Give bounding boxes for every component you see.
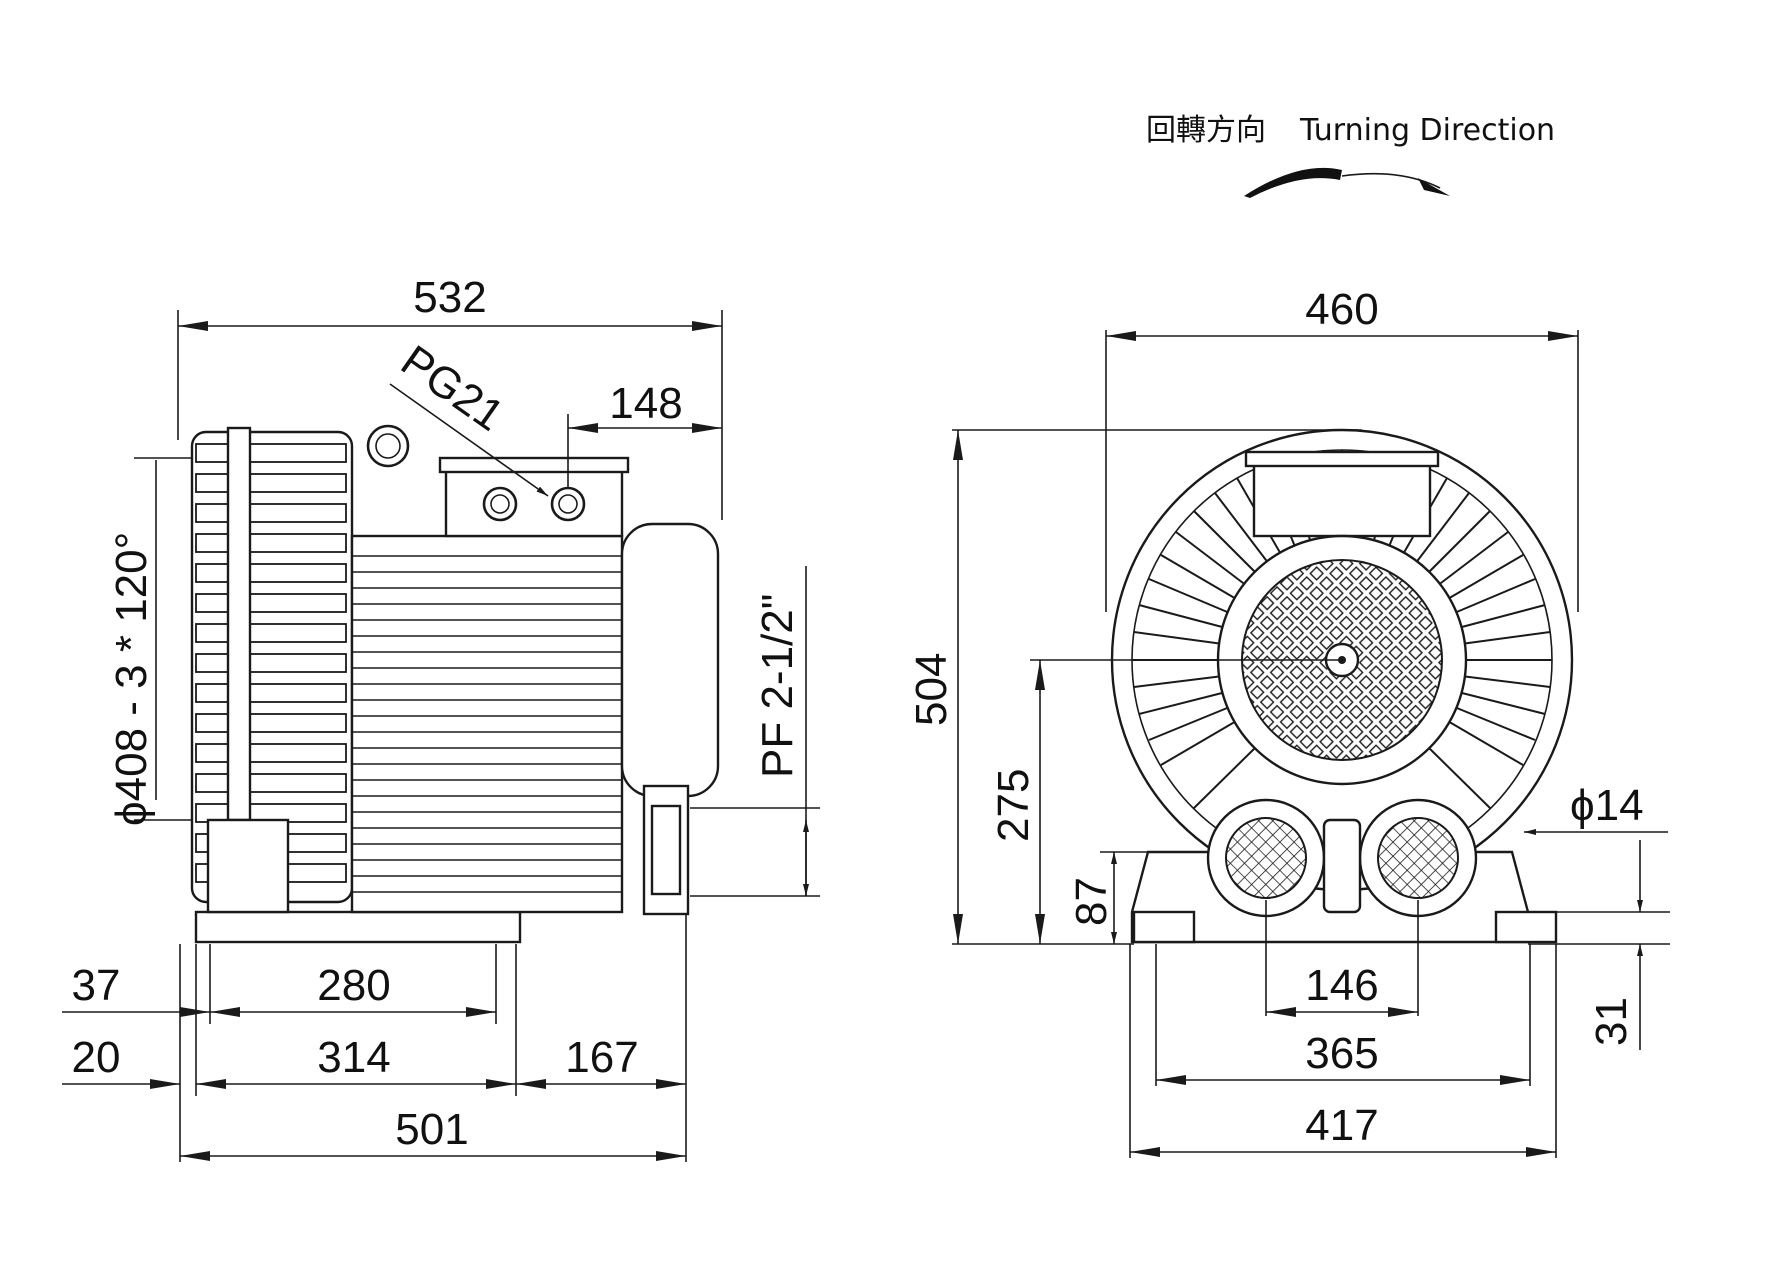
dim-terminal-offset: 148 [609,379,682,428]
dim-port-spacing: 146 [1305,961,1378,1010]
lifting-eye-icon [366,424,410,468]
dim-37: 37 [72,961,121,1010]
outlet-mesh-icon [1377,817,1459,899]
front-view [1110,428,1574,944]
port-spec-label: PF 2-1/2" [753,594,802,778]
cable-gland-label: PG21 [392,336,512,441]
turning-direction-chinese: 回轉方向 [1146,113,1266,148]
side-motor-cooling-ribs [352,555,622,893]
side-motor-body [350,534,624,914]
turning-direction-label: 回轉方向 Turning Direction [1146,113,1555,148]
side-flange-bar [226,426,252,822]
dim-hole-spacing: 365 [1305,1029,1378,1078]
mount-hole-label: ϕ14 [1570,781,1644,830]
dim-overall-width: 460 [1305,285,1378,334]
dim-base-width: 417 [1305,1101,1378,1150]
inlet-mesh-icon [1225,817,1307,899]
turning-direction-english: Turning Direction [1299,113,1555,148]
rotation-arrow-icon [1244,167,1450,198]
side-base-plate [194,910,522,944]
side-support-foot [206,818,290,914]
dim-overall-length: 532 [413,273,486,322]
dim-base-height: 31 [1587,997,1636,1046]
cable-gland-left-icon [482,486,518,522]
dim-port-height: 87 [1067,877,1116,926]
flange-spec-label: ϕ408 - 3 * 120° [107,532,156,826]
dim-overall-height: 504 [907,653,956,726]
side-housing-fins [195,443,347,883]
dim-167: 167 [565,1033,638,1082]
dim-280: 280 [317,961,390,1010]
dim-314: 314 [317,1033,390,1082]
side-motor-end-cap [620,522,720,798]
side-view [190,424,720,944]
dim-center-height: 275 [989,769,1038,842]
terminal-box [438,456,630,538]
front-view-dimensions: 460 504 275 87 ϕ14 31 146 3 [907,285,1670,1158]
front-terminal-box [1252,454,1432,538]
dim-501: 501 [395,1105,468,1154]
dim-20: 20 [72,1033,121,1082]
